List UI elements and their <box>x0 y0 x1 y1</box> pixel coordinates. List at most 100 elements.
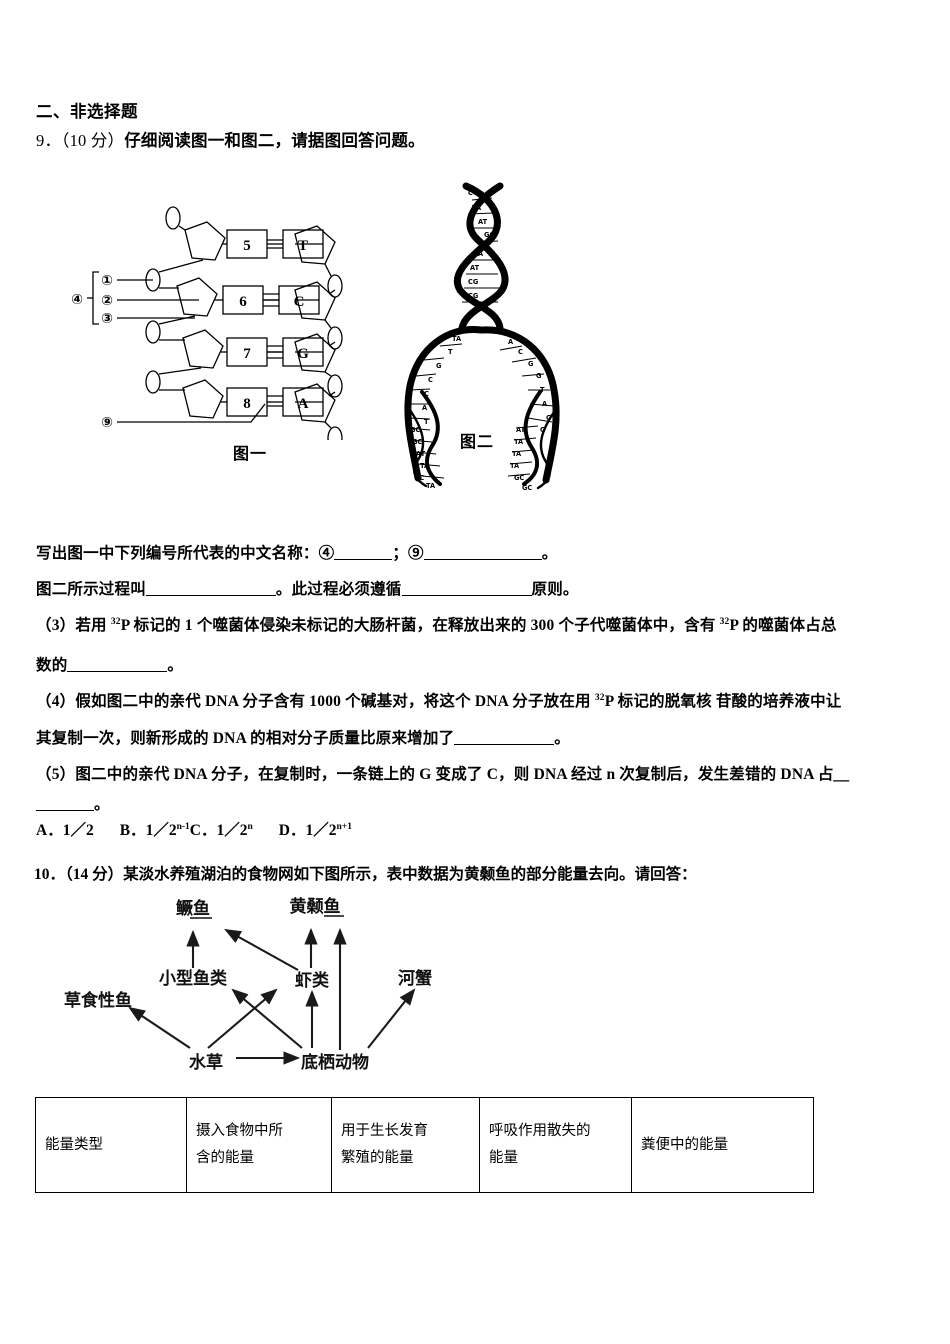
svg-text:CG: CG <box>468 278 478 286</box>
option-d-exponent: n+1 <box>336 821 352 832</box>
svg-text:GC: GC <box>484 231 494 239</box>
food-web-node-xialei[interactable]: 虾类 <box>295 970 330 991</box>
option-d-text: 1／2 <box>305 822 337 839</box>
part-3-text-e: 。 <box>167 657 184 674</box>
cell-line: 能量 <box>489 1150 518 1166</box>
food-web-node-shuicao[interactable]: 水草 <box>189 1052 223 1073</box>
part-4-isotope: 32 <box>594 692 605 703</box>
question-9-stem: 9．（10 分）仔细阅读图一和图二，请据图回答问题。 <box>36 127 425 151</box>
food-web-diagram: 鳜鱼 黄颡鱼 小型鱼类 虾类 河蟹 草食性鱼 水草 底栖动物 <box>30 890 490 1090</box>
question-9-points: （10 分） <box>61 131 125 150</box>
question-10-points: （14 分） <box>65 866 124 883</box>
part-1-blank-2[interactable] <box>423 559 542 560</box>
svg-text:TA: TA <box>514 438 524 446</box>
svg-text:TA: TA <box>472 204 482 212</box>
svg-text:G: G <box>528 360 533 368</box>
cell-line: 能量类型 <box>45 1136 103 1153</box>
figure-1-callout-1: ① <box>101 273 113 289</box>
svg-text:C: C <box>518 348 523 356</box>
figure-1-base-right-1: T <box>298 238 308 254</box>
question-9-part-4-line-2: 其复制一次，则新形成的 DNA 的相对分子质量比原来增加了 。 <box>36 726 570 748</box>
svg-text:A: A <box>422 404 428 412</box>
food-web-node-caoshiyu[interactable]: 草食性鱼 <box>64 990 132 1011</box>
question-9-stem-text: 仔细阅读图一和图二，请据图回答问题。 <box>124 131 425 150</box>
cell-line: 用于生长发育 <box>341 1123 428 1140</box>
food-web-node-hexie[interactable]: 河蟹 <box>398 968 432 989</box>
food-web-svg: 鳜鱼 黄颡鱼 小型鱼类 虾类 河蟹 草食性鱼 水草 底栖动物 <box>64 896 432 1073</box>
svg-text:GC: GC <box>410 426 420 434</box>
svg-text:A: A <box>542 400 548 408</box>
svg-text:G: G <box>540 426 545 434</box>
question-9-part-5-line-1: （5）图二中的亲代 DNA 分子，在复制时，一条链上的 G 变成了 C，则 DN… <box>36 762 849 784</box>
svg-text:AT: AT <box>470 264 480 272</box>
part-3-text-a: （3）若用 <box>36 617 111 634</box>
part-1-text-b: ；⑨ <box>392 545 424 562</box>
question-10-stem: 10．（14 分）某淡水养殖湖泊的食物网如下图所示，表中数据为黄颡鱼的部分能量去… <box>34 862 697 884</box>
question-9-part-5-line-2: 。 <box>36 792 110 814</box>
part-1-text-a: 写出图一中下列编号所代表的中文名称：④ <box>36 545 335 562</box>
part-2-blank-2[interactable] <box>401 595 532 596</box>
figure-1-base-right-3: G <box>297 346 309 362</box>
figure-1-base-left-2: 6 <box>239 294 247 310</box>
svg-text:GC: GC <box>414 474 424 482</box>
svg-text:GC: GC <box>522 484 532 492</box>
svg-text:T: T <box>540 386 545 394</box>
svg-text:TA: TA <box>452 335 462 343</box>
section-heading: 二、非选择题 <box>36 102 138 121</box>
figure-1-callout-2: ② <box>101 293 113 309</box>
option-d[interactable]: D．1／2n+1 <box>279 822 352 839</box>
part-5-text-b: 。 <box>94 796 110 813</box>
option-a[interactable]: A．1／2 <box>36 822 94 839</box>
part-3-isotope-1: 32 <box>110 616 121 627</box>
option-d-key: D． <box>278 822 306 839</box>
figure-1-base-left-1: 5 <box>243 238 251 254</box>
part-2-text-c: 原则。 <box>531 581 579 598</box>
part-3-isotope-2: 32 <box>719 616 730 627</box>
option-c-text: 1／2 <box>216 822 248 839</box>
part-5-text-a: （5）图二中的亲代 DNA 分子，在复制时，一条链上的 G 变成了 C，则 DN… <box>36 766 850 783</box>
option-c[interactable]: C．1／2n <box>190 822 253 839</box>
svg-text:T: T <box>448 348 453 356</box>
food-web-node-guiyu[interactable]: 鳜鱼 <box>176 898 210 919</box>
cell-line: 繁殖的能量 <box>341 1150 414 1166</box>
part-4-blank[interactable] <box>454 744 555 745</box>
figure-2-svg: CG TA AT GC TA AT CG CG TA T G C C A T A… <box>404 182 560 492</box>
food-web-node-xiaoxingyu[interactable]: 小型鱼类 <box>159 968 228 989</box>
option-b-text: 1／2 <box>145 822 177 839</box>
cell-line: 摄入食物中所 <box>196 1123 283 1140</box>
option-b-key: B． <box>119 822 146 839</box>
question-9-part-4-line-1: （4）假如图二中的亲代 DNA 分子含有 1000 个碱基对，将这个 DNA 分… <box>36 689 842 711</box>
table-row: 能量类型 摄入食物中所 含的能量 用于生长发育 繁殖的能量 呼吸作用散失的 能量… <box>35 1097 814 1193</box>
figure-1-callout-3: ③ <box>101 311 113 327</box>
part-4-text-d: 。 <box>554 730 570 747</box>
svg-text:G: G <box>546 414 551 422</box>
part-4-text-a: （4）假如图二中的亲代 DNA 分子含有 1000 个碱基对，将这个 DNA 分… <box>36 693 595 710</box>
svg-text:AT: AT <box>516 426 526 434</box>
option-a-text: 1／2 <box>62 822 94 839</box>
food-web-node-huangsang[interactable]: 黄颡鱼 <box>290 896 341 917</box>
svg-text:TA: TA <box>426 482 436 490</box>
part-4-text-c: 其复制一次，则新形成的 DNA 的相对分子质量比原来增加了 <box>36 730 455 747</box>
svg-text:TA: TA <box>420 462 430 470</box>
question-9-number: 9． <box>36 131 62 150</box>
part-2-blank-1[interactable] <box>145 595 276 596</box>
figure-2-dna-replication: CG TA AT GC TA AT CG CG TA T G C C A T A… <box>388 178 583 493</box>
svg-text:C: C <box>424 390 429 398</box>
table-header-intake-energy: 摄入食物中所 含的能量 <box>186 1097 332 1193</box>
part-5-blank[interactable] <box>36 810 94 811</box>
svg-text:CG: CG <box>468 189 478 197</box>
cell-line: 含的能量 <box>196 1150 254 1166</box>
svg-text:TA: TA <box>474 250 484 258</box>
part-3-text-d: 数的 <box>36 657 68 674</box>
option-b[interactable]: B．1／2n-1 <box>120 822 190 839</box>
option-c-key: C． <box>189 822 217 839</box>
food-web-node-dixi[interactable]: 底栖动物 <box>301 1052 369 1073</box>
cell-line: 粪便中的能量 <box>641 1136 728 1153</box>
question-9-part-3-line-2: 数的 。 <box>36 653 183 675</box>
option-b-exponent: n-1 <box>176 821 190 832</box>
energy-table: 能量类型 摄入食物中所 含的能量 用于生长发育 繁殖的能量 呼吸作用散失的 能量… <box>35 1097 814 1193</box>
part-1-blank-1[interactable] <box>334 559 393 560</box>
table-header-respiration-energy: 呼吸作用散失的 能量 <box>479 1097 632 1193</box>
part-3-blank[interactable] <box>67 671 168 672</box>
